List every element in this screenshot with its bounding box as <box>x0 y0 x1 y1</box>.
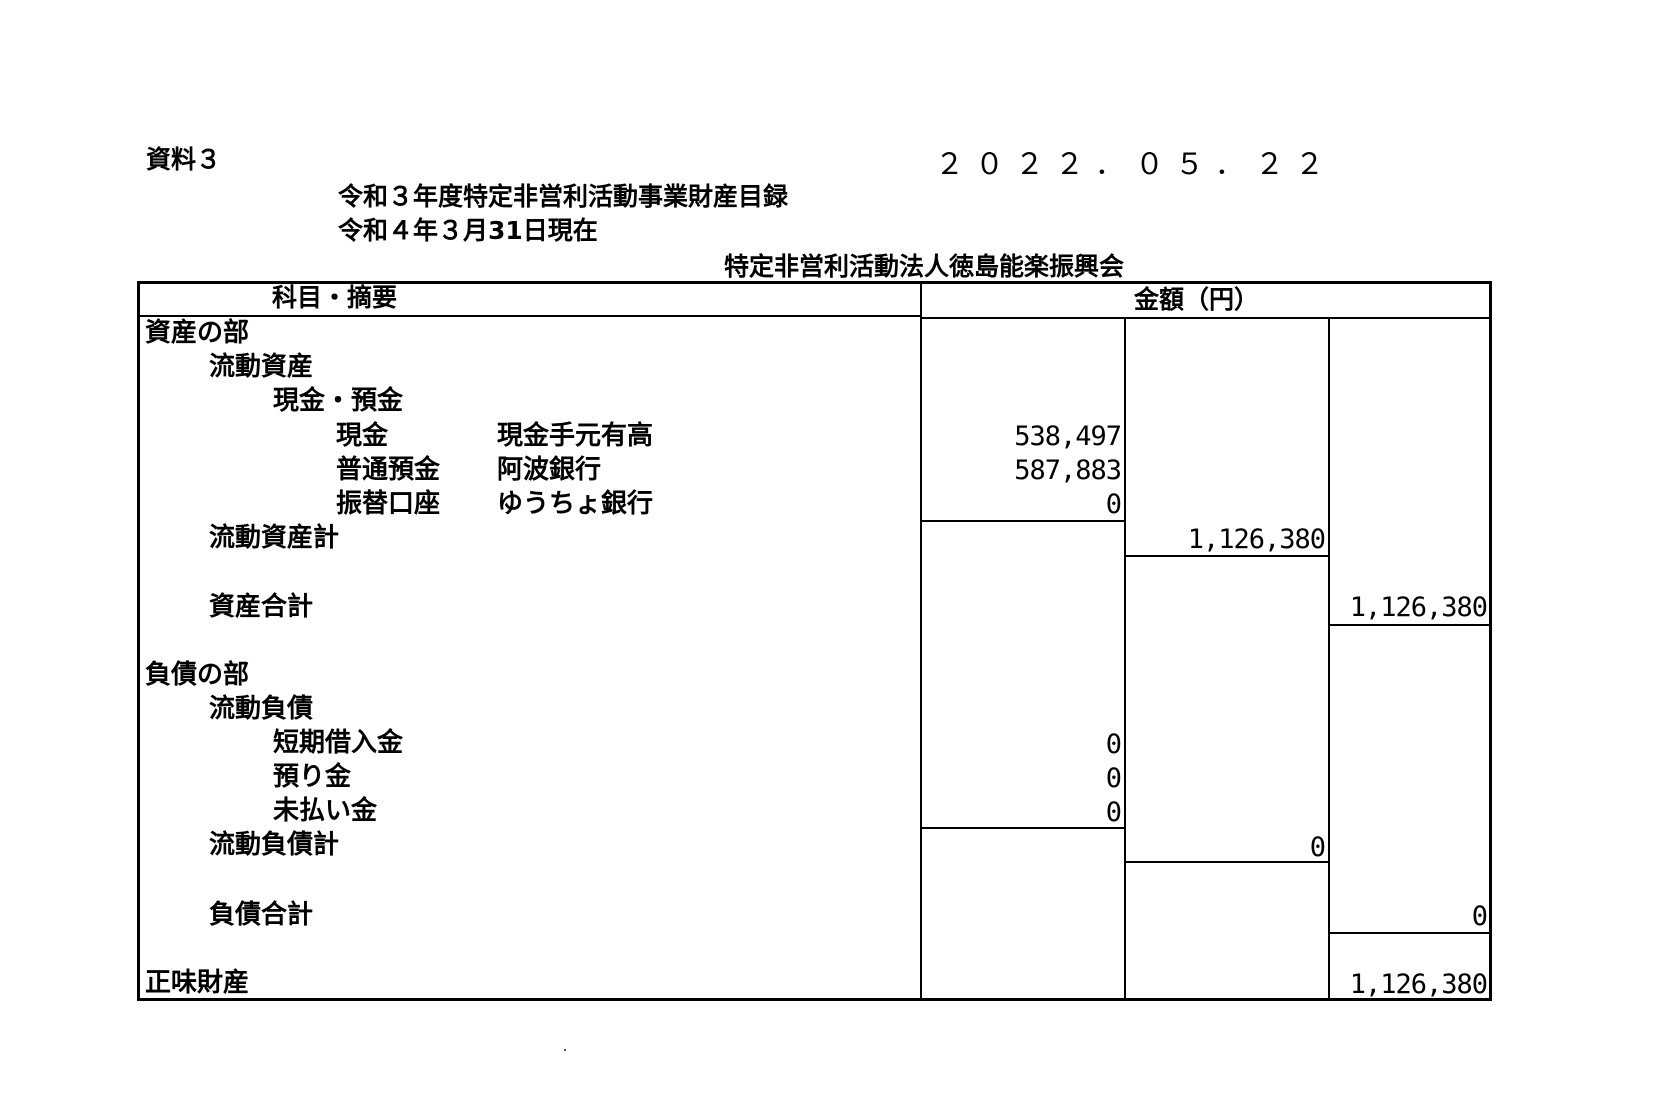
assets-total-amount: 1,126,380 <box>1349 592 1488 623</box>
column-header-amount: 金額（円） <box>1134 285 1260 314</box>
as-of-date: 令和４年３月31日現在 <box>338 216 598 245</box>
current-assets-total-label: 流動資産計 <box>209 523 340 553</box>
ordinary-deposit-amount: 587,883 <box>1014 455 1122 486</box>
assets-total-label: 資産合計 <box>209 592 314 622</box>
net-assets-amount: 1,126,380 <box>1349 969 1488 1000</box>
transfer-account-description: ゆうちょ銀行 <box>497 489 654 519</box>
ordinary-deposit-label: 普通預金 <box>336 455 441 485</box>
deposits-received-amount: 0 <box>1105 763 1122 794</box>
scan-speck <box>564 1049 566 1051</box>
liabilities-total-label: 負債合計 <box>209 900 314 930</box>
assets-section-label: 資産の部 <box>145 318 250 348</box>
current-liabilities-label: 流動負債 <box>209 694 314 724</box>
short-term-loans-amount: 0 <box>1105 729 1122 760</box>
document-label: 資料３ <box>146 145 222 174</box>
current-liabilities-total-amount: 0 <box>1309 832 1326 863</box>
cash-amount: 538,497 <box>1014 421 1122 452</box>
current-liabilities-total-label: 流動負債計 <box>209 830 340 860</box>
accrued-payable-amount: 0 <box>1105 797 1122 828</box>
current-assets-total-amount: 1,126,380 <box>1187 524 1326 555</box>
deposits-received-label: 預り金 <box>273 762 352 792</box>
document-date: ２０２２．０５．２２ <box>935 147 1336 181</box>
column-header-subject: 科目・摘要 <box>272 283 398 312</box>
current-assets-label: 流動資産 <box>209 352 314 382</box>
liabilities-total-amount: 0 <box>1471 901 1488 932</box>
ordinary-deposit-description: 阿波銀行 <box>497 455 602 485</box>
liabilities-section-label: 負債の部 <box>145 660 250 690</box>
short-term-loans-label: 短期借入金 <box>273 728 404 758</box>
net-assets-label: 正味財産 <box>145 968 250 998</box>
cash-deposits-label: 現金・預金 <box>273 386 404 416</box>
accrued-payable-label: 未払い金 <box>273 796 378 826</box>
cash-description: 現金手元有高 <box>497 421 654 451</box>
transfer-account-amount: 0 <box>1105 489 1122 520</box>
transfer-account-label: 振替口座 <box>336 489 441 519</box>
cash-label: 現金 <box>336 421 389 451</box>
organization-name: 特定非営利活動法人徳島能楽振興会 <box>724 252 1125 281</box>
document-title: 令和３年度特定非営利活動事業財産目録 <box>338 182 789 211</box>
